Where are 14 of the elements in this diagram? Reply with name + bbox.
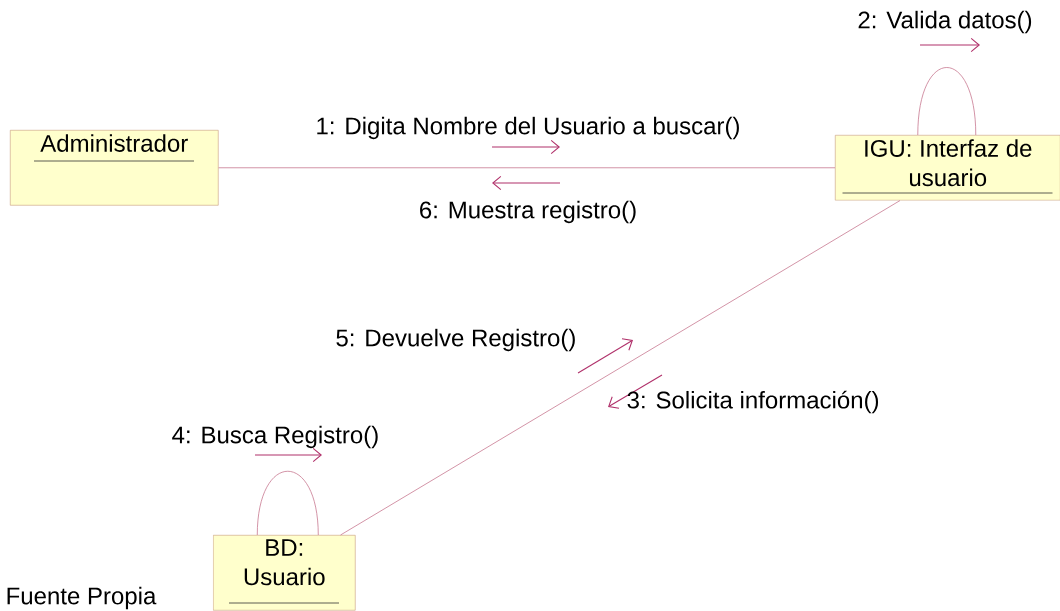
object-box: BD: Usuario bbox=[213, 535, 356, 611]
message-label: 6: Muestra registro() bbox=[420, 200, 636, 224]
message-label: 5: Devuelve Registro() bbox=[336, 328, 575, 352]
message-label: 2: Valida datos() bbox=[858, 10, 1032, 34]
message-label: 1: Digita Nombre del Usuario a buscar() bbox=[317, 116, 739, 140]
link-line bbox=[340, 200, 901, 536]
link-line bbox=[218, 167, 836, 169]
caption: Fuente Propia bbox=[7, 586, 157, 610]
object-box: IGU: Interfaz de usuario bbox=[835, 135, 1060, 201]
link-line bbox=[256, 470, 319, 536]
link-line bbox=[917, 67, 977, 136]
message-label: 3: Solicita información() bbox=[627, 390, 879, 414]
object-box: Administrador bbox=[10, 130, 219, 206]
message-label: 4: Busca Registro() bbox=[172, 425, 378, 449]
